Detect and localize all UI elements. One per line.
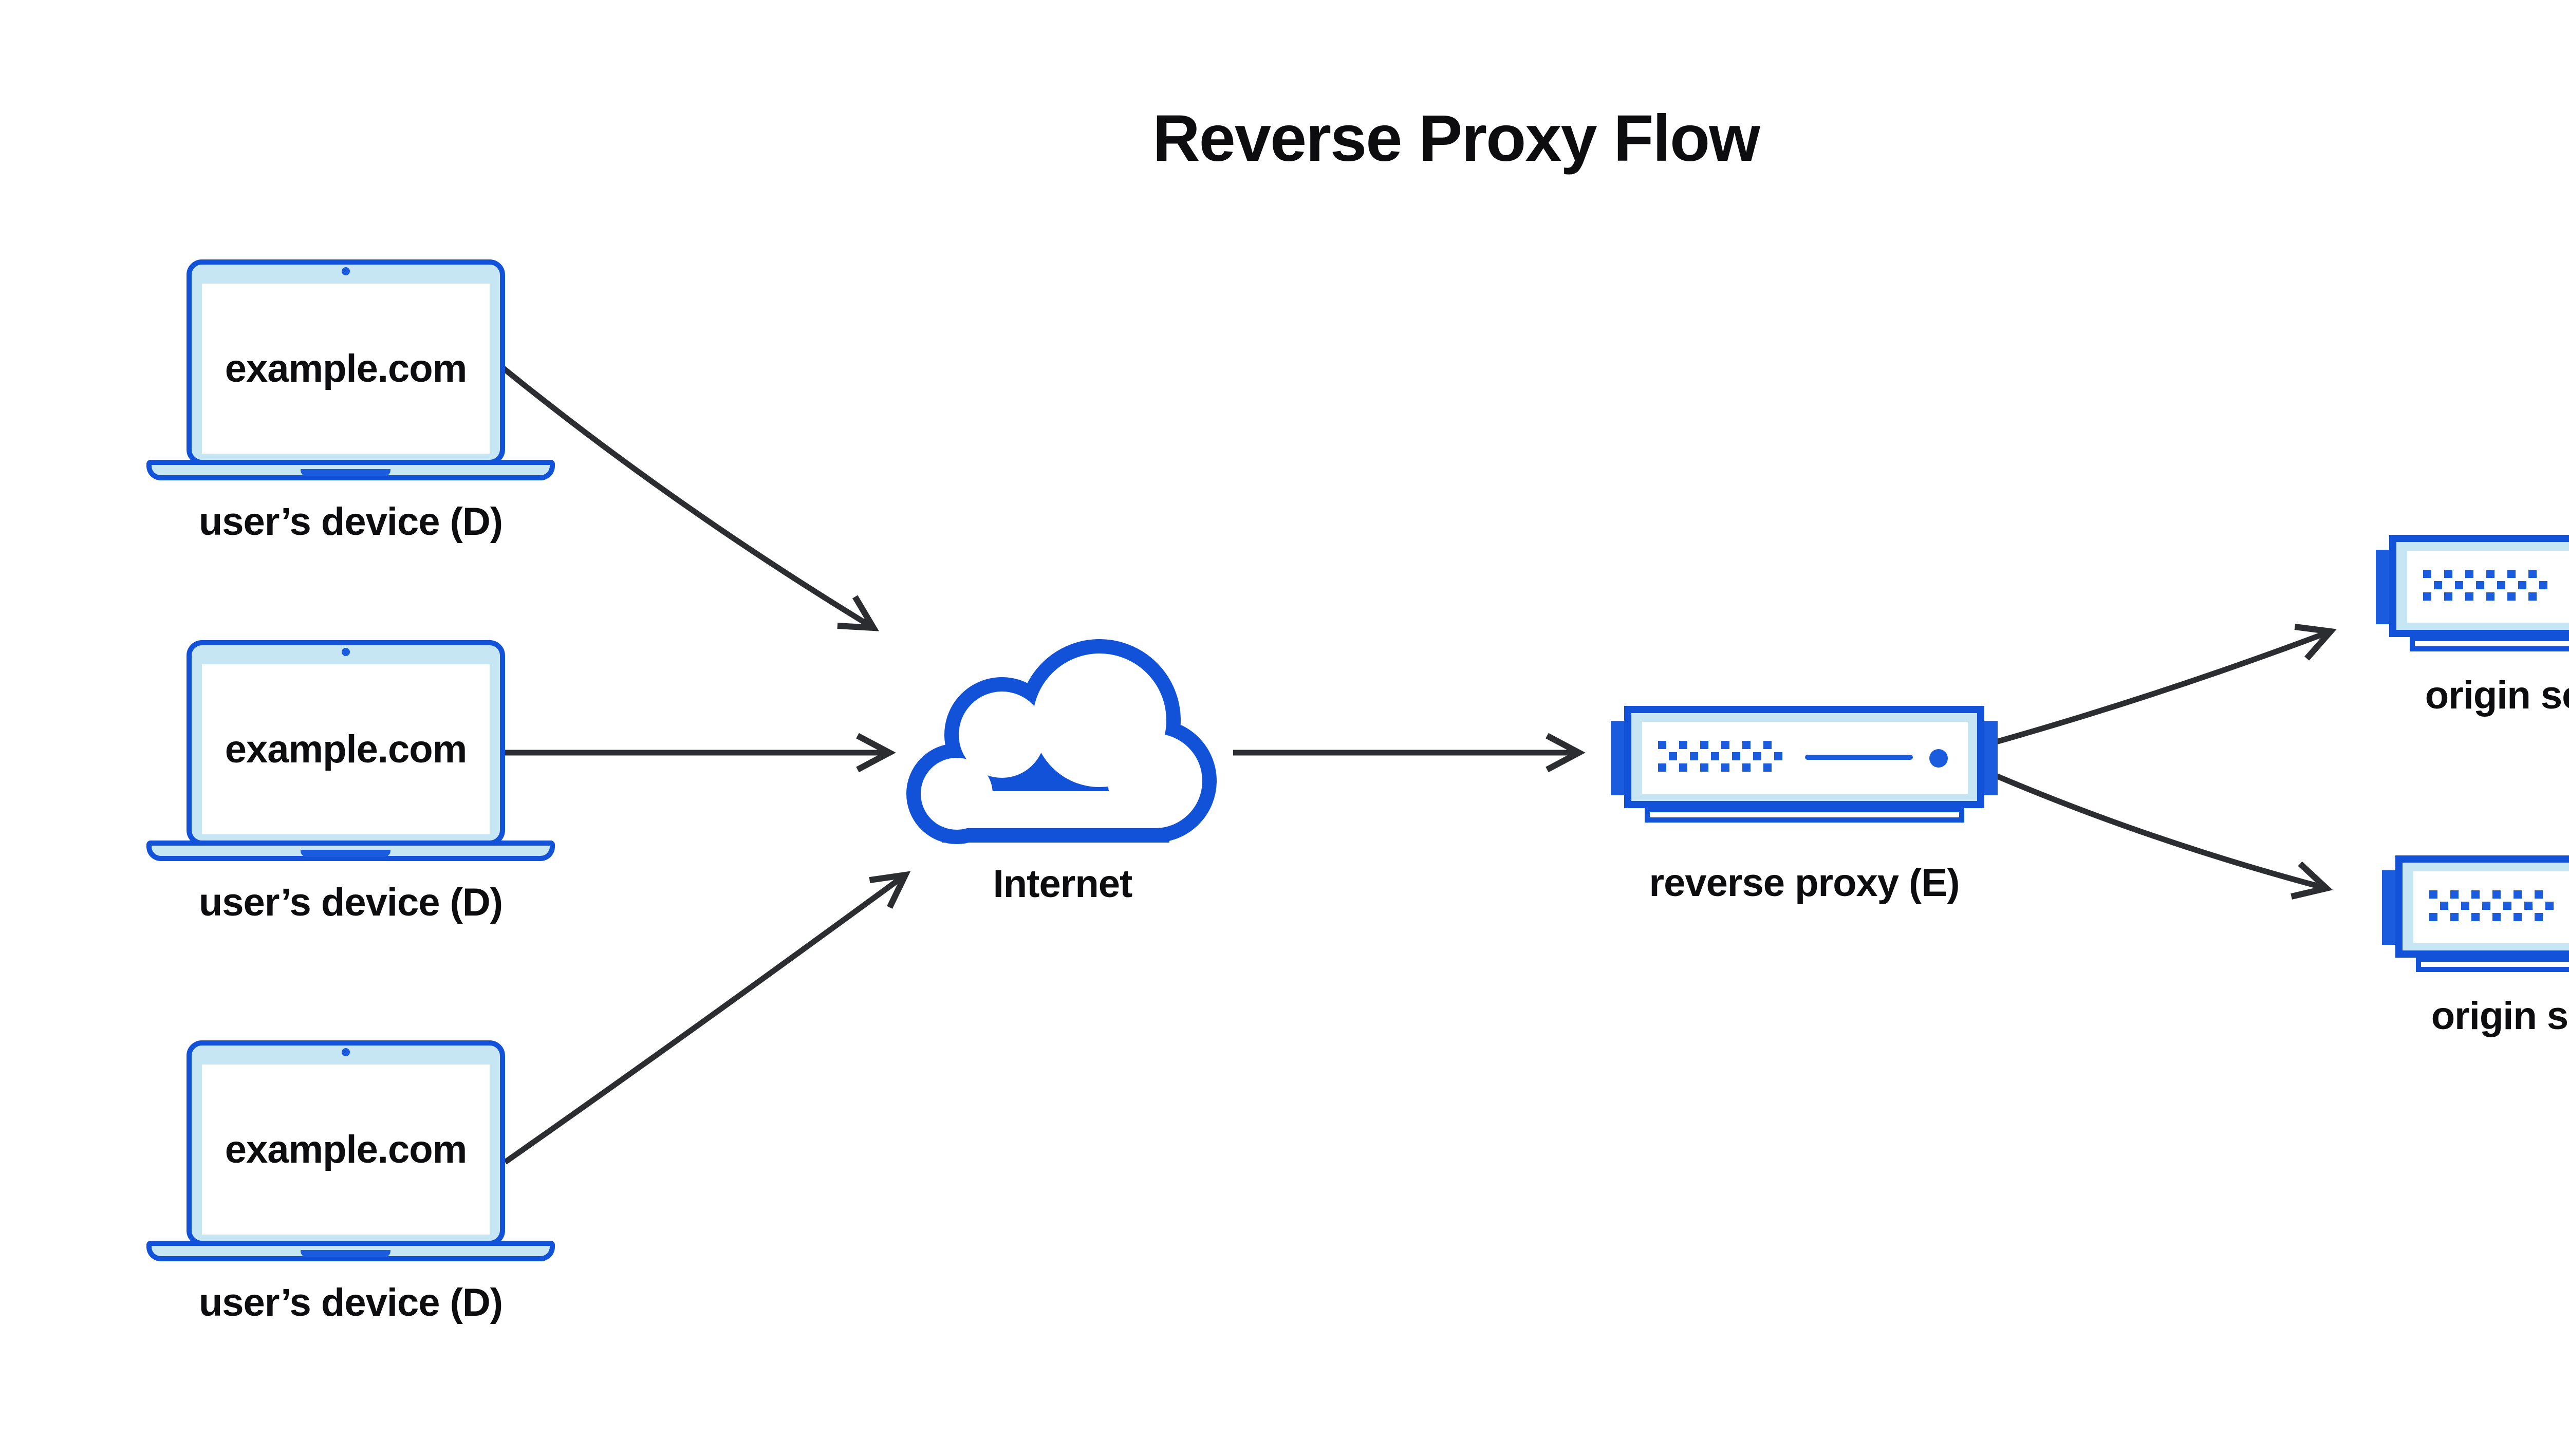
arrow-proxy-to-origin1 xyxy=(1991,624,2337,746)
server-front-panel xyxy=(1642,722,1968,794)
arrow-device1-to-internet xyxy=(499,364,879,631)
laptop-base xyxy=(146,1241,555,1261)
server-front-panel xyxy=(2413,871,2569,943)
browser-url-text: example.com xyxy=(225,347,468,390)
laptop-base-notch xyxy=(301,1250,390,1257)
server-front-panel xyxy=(2407,551,2569,623)
proxy-caption: reverse proxy (E) xyxy=(1649,861,1960,905)
camera-dot-icon xyxy=(342,267,350,275)
server-vent-dots-icon xyxy=(1658,741,1772,749)
server-vent-dots-icon xyxy=(2440,902,2554,910)
server-vent-dots-icon xyxy=(1669,752,1782,760)
server-tray xyxy=(2416,957,2569,972)
server-vent-dots-icon xyxy=(1658,763,1772,772)
server-vent-dots-icon xyxy=(2429,913,2543,921)
server-vent-dots-icon xyxy=(2423,592,2537,601)
browser-url-text: example.com xyxy=(225,727,468,771)
laptop-screen: example.com xyxy=(202,1065,490,1235)
user-device-1: example.com user’s device (D) xyxy=(146,259,555,547)
laptop-base xyxy=(146,460,555,480)
device-caption: user’s device (D) xyxy=(198,500,503,544)
user-device-3: example.com user’s device (D) xyxy=(146,1040,555,1328)
internet-caption: Internet xyxy=(993,862,1133,906)
device-caption: user’s device (D) xyxy=(198,881,503,924)
device-caption: user’s device (D) xyxy=(198,1281,503,1324)
arrow-device3-to-internet xyxy=(503,871,911,1165)
server-chassis xyxy=(2395,855,2569,958)
origin-server-1: origin server (F) xyxy=(2376,535,2569,756)
server-power-dot-icon xyxy=(1929,749,1948,768)
laptop-screen: example.com xyxy=(202,284,490,454)
user-device-2: example.com user’s device (D) xyxy=(146,640,555,928)
laptop-base-notch xyxy=(301,850,390,857)
origin-caption: origin server (F) xyxy=(2425,674,2569,717)
server-vent-dots-icon xyxy=(2423,570,2537,578)
laptop-base-notch xyxy=(301,469,390,476)
camera-dot-icon xyxy=(342,648,350,656)
origin-server-2: origin server (F) xyxy=(2382,855,2569,1076)
server-chassis xyxy=(2389,535,2569,637)
page-title: Reverse Proxy Flow xyxy=(1152,102,1760,175)
server-tray xyxy=(1645,807,1964,823)
browser-url-text: example.com xyxy=(225,1128,468,1171)
reverse-proxy-server: reverse proxy (E) xyxy=(1611,706,1998,927)
server-slot-line-icon xyxy=(1805,755,1913,760)
server-chassis xyxy=(1624,706,1984,808)
origin-caption: origin server (F) xyxy=(2431,994,2569,1038)
internet-cloud-icon xyxy=(906,639,1217,844)
laptop-screen: example.com xyxy=(202,664,490,834)
server-tray xyxy=(2410,636,2569,651)
server-vent-dots-icon xyxy=(2434,581,2547,589)
server-vent-dots-icon xyxy=(2429,890,2543,899)
laptop-base xyxy=(146,841,555,861)
arrow-proxy-to-origin2 xyxy=(1991,771,2333,900)
camera-dot-icon xyxy=(342,1048,350,1056)
